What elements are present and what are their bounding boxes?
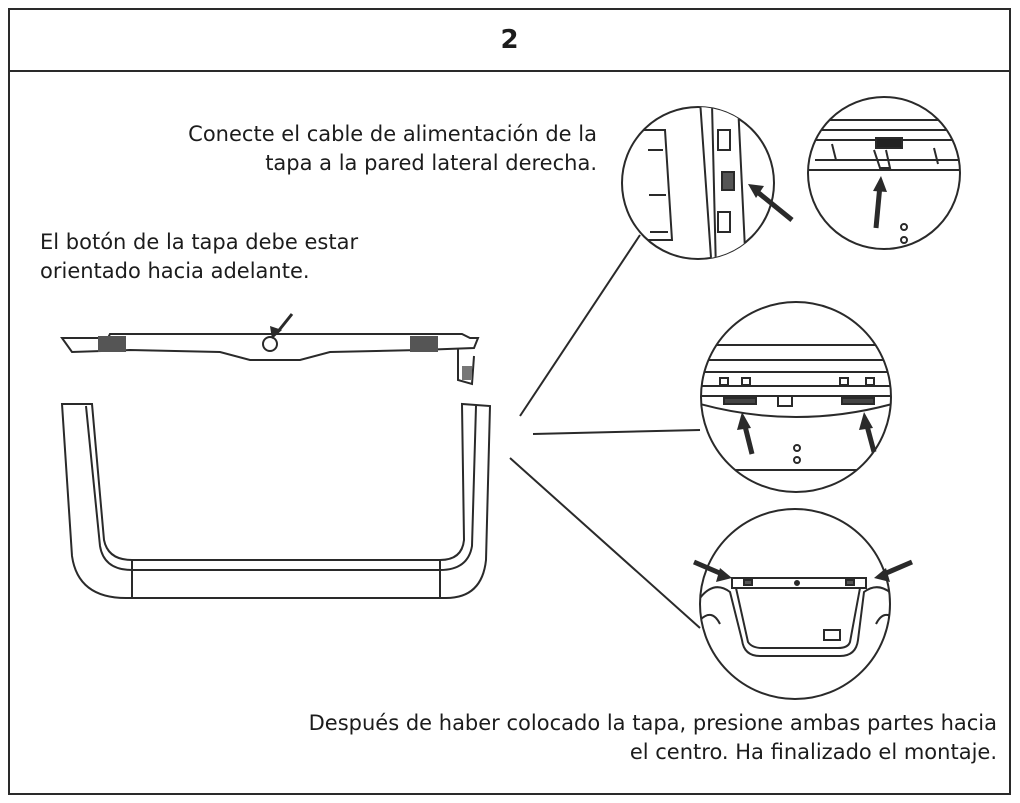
lid-illustration [60, 333, 480, 386]
caption-line: Después de haber colocado la tapa, presi… [308, 711, 997, 735]
connector-lines [509, 234, 701, 629]
detail-final-assembly [693, 508, 913, 700]
arrow-icon [748, 184, 794, 222]
caption-line: orientado hacia adelante. [40, 259, 310, 283]
arrow-icon [873, 176, 887, 229]
arrow-icon [737, 412, 755, 455]
arrow-icon [693, 559, 732, 582]
caption-line: el centro. Ha finalizado el montaje. [629, 740, 997, 764]
arrow-icon [859, 412, 877, 453]
base-frame-illustration [60, 402, 492, 599]
caption-line: El botón de la tapa debe estar [40, 230, 359, 254]
detail-cable-clip [807, 96, 961, 250]
arrow-icon [874, 559, 913, 582]
caption-line: tapa a la pared lateral derecha. [265, 151, 597, 175]
caption-cable-connection: Conecte el cable de alimentación de la t… [188, 120, 597, 178]
instruction-panel: 2 [8, 8, 1011, 795]
step-number: 2 [10, 10, 1009, 72]
arrow-icon [270, 313, 294, 339]
caption-button-orientation: El botón de la tapa debe estar orientado… [40, 228, 358, 286]
caption-line: Conecte el cable de alimentación de la [188, 122, 597, 146]
caption-final-step: Después de haber colocado la tapa, presi… [309, 709, 997, 767]
